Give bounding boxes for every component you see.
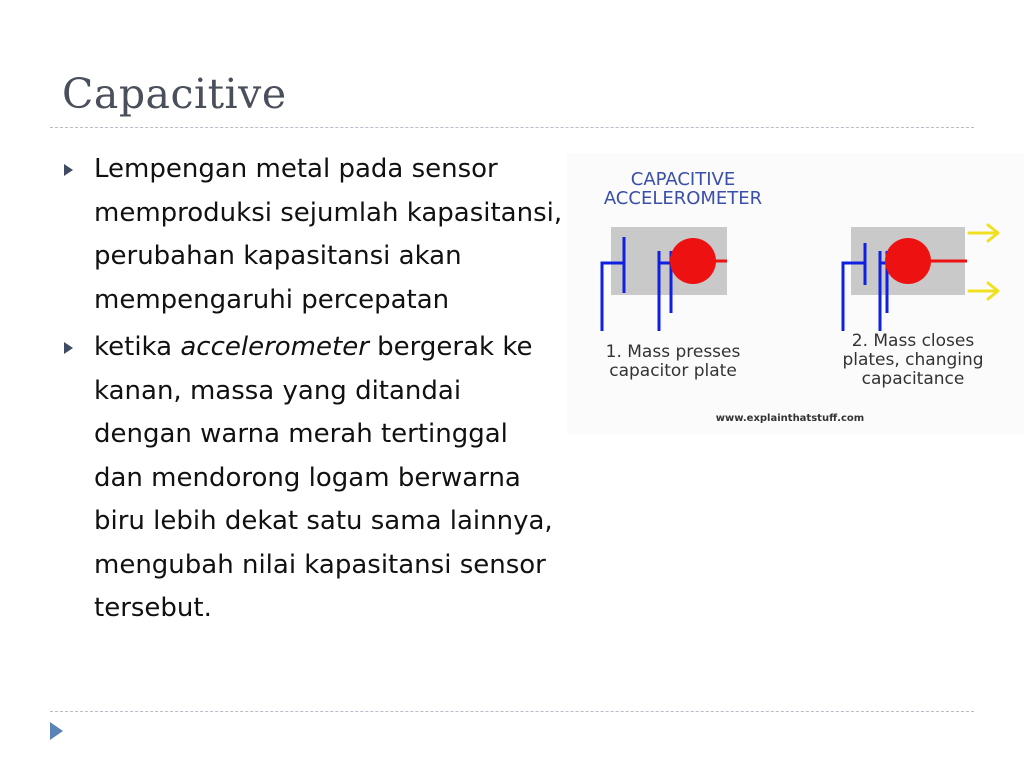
caption-2-line2: plates, changing: [842, 350, 983, 370]
diagram-canvas: CAPACITIVE ACCELEROMETER 1. Mass presses…: [600, 169, 1000, 424]
bullet-text-start: ketika: [94, 332, 181, 362]
diagram-heading-line2: ACCELEROMETER: [604, 188, 762, 209]
bullet-arrow-icon: [64, 342, 73, 354]
caption-2-line3: capacitance: [862, 369, 965, 389]
bullet-emphasis: accelerometer: [180, 332, 369, 362]
bottom-divider: [50, 711, 974, 712]
accelerometer-diagram: CAPACITIVE ACCELEROMETER 1. Mass presses…: [567, 153, 1024, 435]
proof-mass-2: [885, 238, 931, 284]
top-divider: [50, 127, 974, 128]
caption-1-line1: 1. Mass presses: [606, 342, 741, 362]
bullet-arrow-icon: [64, 164, 73, 176]
proof-mass-1: [670, 238, 716, 284]
capacitor-plates-1: [600, 237, 673, 331]
capacitor-lead: [600, 261, 624, 331]
diagram-heading-line1: CAPACITIVE: [631, 169, 735, 190]
right-arrow-icon: [967, 281, 1000, 301]
caption-2-line1: 2. Mass closes: [852, 331, 975, 351]
diagram-source: www.explainthatstuff.com: [716, 413, 864, 424]
nav-play-icon[interactable]: [50, 722, 63, 740]
capacitor-lead: [841, 261, 865, 331]
bullet-text-end: bergerak ke kanan, massa yang ditandai d…: [94, 332, 553, 623]
caption-1-line2: capacitor plate: [609, 361, 737, 381]
bullet-text: Lempengan metal pada sensor memproduksi …: [94, 154, 563, 315]
slide-title: Capacitive: [62, 70, 287, 118]
bullet-list: Lempengan metal pada sensor memproduksi …: [64, 148, 564, 635]
bullet-item: ketika accelerometer bergerak ke kanan, …: [64, 326, 564, 631]
motion-arrows: [967, 223, 1000, 301]
bullet-item: Lempengan metal pada sensor memproduksi …: [64, 148, 564, 322]
right-arrow-icon: [967, 223, 1000, 243]
